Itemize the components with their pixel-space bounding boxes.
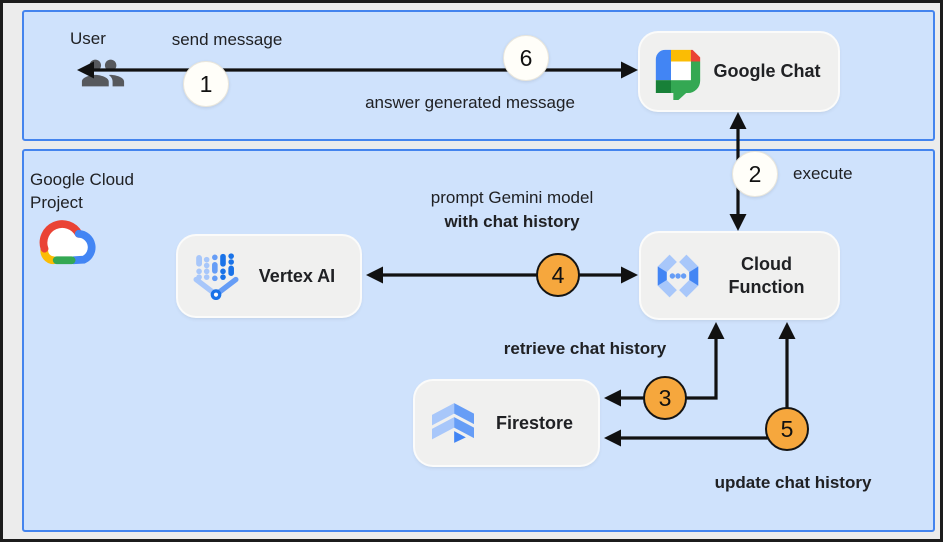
step-badge-6: 6 [503, 35, 549, 81]
label-update-chat-history: update chat history [714, 473, 872, 492]
node-google-chat-label: Google Chat [713, 61, 821, 82]
cloud-functions-icon [651, 249, 705, 303]
node-cloud-function: Cloud Function [641, 233, 838, 318]
people-icon [81, 59, 125, 87]
label-with-chat-history: with chat history [444, 212, 580, 231]
google-cloud-logo [39, 220, 96, 265]
step-badge-1: 1 [183, 61, 229, 107]
gcp-title-line2: Project [30, 193, 83, 212]
node-vertex-ai: Vertex AI [178, 236, 360, 316]
vertex-ai-icon [188, 248, 244, 304]
step-badge-4: 4 [536, 253, 580, 297]
node-vertex-ai-label: Vertex AI [258, 265, 336, 286]
label-prompt-gemini-model: prompt Gemini model [430, 188, 594, 207]
user-zone-title: User [70, 29, 106, 48]
step-badge-3: 3 [643, 376, 687, 420]
step-badge-2: 2 [732, 151, 778, 197]
label-answer-generated-message: answer generated message [365, 93, 575, 112]
node-google-chat: Google Chat [640, 33, 838, 110]
gcp-title-line1: Google Cloud [30, 170, 134, 189]
node-firestore: Firestore [415, 381, 598, 465]
node-cloud-function-label: Cloud Function [728, 254, 805, 297]
step-badge-5: 5 [765, 407, 809, 451]
label-retrieve-chat-history: retrieve chat history [503, 339, 667, 358]
firestore-icon [425, 395, 481, 451]
node-firestore-label: Firestore [495, 412, 574, 433]
label-send-message: send message [171, 30, 283, 49]
label-execute: execute [793, 164, 853, 183]
google-chat-logo [650, 44, 706, 100]
